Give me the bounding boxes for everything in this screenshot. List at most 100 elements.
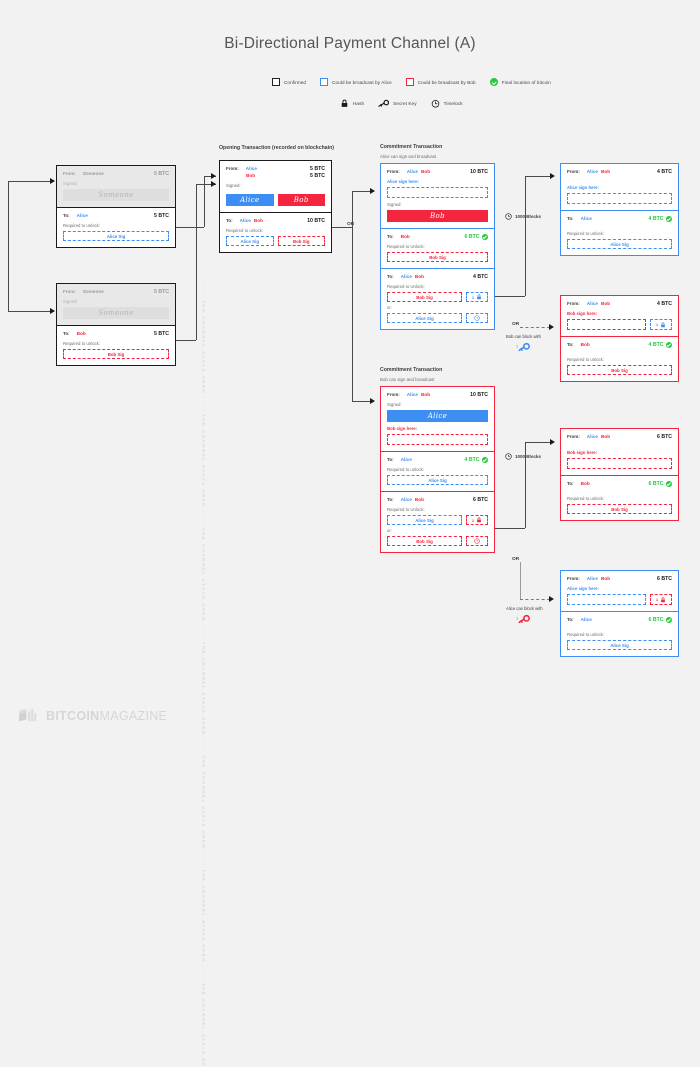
connector-in-bob <box>8 311 54 312</box>
svg-text:1: 1 <box>516 344 518 349</box>
connector-alice-out <box>176 227 204 228</box>
diagram-canvas: Bi-Directional Payment Channel (A) Confi… <box>0 0 700 747</box>
unlock-alice-sig[interactable]: Alice Sig <box>567 239 672 249</box>
from-party-bob: Bob <box>600 434 611 439</box>
unlock-bob-sig[interactable]: Bob Sig <box>387 292 462 302</box>
bitcoin-magazine-logo: BITCOINMAGAZINE <box>18 708 167 724</box>
legend-item-bob: Could be broadcast by Bob <box>405 78 476 86</box>
unlock-alice-sig[interactable]: Alice Sig <box>387 475 488 485</box>
to-label: To: <box>226 218 233 223</box>
commit-b-input-amount: 10 BTC <box>470 392 488 398</box>
hash-condition[interactable]: 1 <box>650 594 672 605</box>
legend-label-timelock: Timelock <box>443 101 463 106</box>
from-party-alice: Alice <box>586 434 598 439</box>
to-party: Alice <box>76 213 88 218</box>
from-party: Someone <box>82 171 104 176</box>
unlock-bob-sig[interactable]: Bob Sig <box>567 365 672 375</box>
alice-swatch-icon <box>320 78 329 86</box>
hash-condition[interactable]: 1 <box>650 319 672 330</box>
commit-b-caption-sub: Bob can sign and broadcast <box>380 377 435 382</box>
bob-signature-field[interactable] <box>387 434 488 445</box>
connector-open-out <box>332 227 352 228</box>
from-amount: 5 BTC <box>154 289 169 295</box>
from-alice-amount: 5 BTC <box>310 166 325 172</box>
to-party-alice: Alice <box>580 216 592 221</box>
hash-condition[interactable]: 1 <box>466 515 488 525</box>
timelock-condition[interactable] <box>466 313 488 323</box>
connector-to-commit-b <box>352 401 374 402</box>
settle-a-tl-input: From: Alice Bob 4 BTC Alice sign here: <box>561 164 678 210</box>
signature-bob: Bob <box>387 210 488 222</box>
to-party-bob: Bob <box>414 274 425 279</box>
settle-a-tl-output-amount: 4 BTC <box>648 216 664 222</box>
signed-label: Signed: <box>387 402 402 407</box>
unlock-alice-sig[interactable]: Alice Sig <box>63 231 169 241</box>
settlement-alice-timelock: From: Alice Bob 4 BTC Alice sign here: T… <box>560 163 679 256</box>
commit-a-input: From: Alice Bob 10 BTC Alice sign here: … <box>381 164 494 228</box>
signature-alice: Alice <box>387 410 488 422</box>
to-label: To: <box>63 213 70 218</box>
settle-a-rv-input-amount: 4 BTC <box>657 301 672 307</box>
opening-tx-caption: Opening Transaction (recorded on blockch… <box>219 145 335 151</box>
unlock-alice-sig[interactable]: Alice Sig <box>567 640 672 650</box>
connector-bob-out <box>176 340 196 341</box>
timelock-icon-b <box>505 453 512 460</box>
unlock-bob-sig[interactable]: Bob Sig <box>277 236 325 246</box>
unlock-alice-sig[interactable]: Alice Sig <box>387 313 462 323</box>
from-party-bob: Bob <box>600 576 611 581</box>
legend-label-confirmed: Confirmed <box>284 79 307 85</box>
bob-signature-field[interactable] <box>567 319 646 330</box>
to-party-alice: Alice <box>239 218 251 223</box>
to-amount: 5 BTC <box>154 331 169 337</box>
unlock-bob-sig[interactable]: Bob Sig <box>63 349 169 359</box>
unlock-alice-sig[interactable]: Alice Sig <box>226 236 274 246</box>
alice-signature-field[interactable] <box>567 594 646 605</box>
settlement-alice-revoke: From: Alice Bob 6 BTC Alice sign here: 1 <box>560 570 679 657</box>
flow-notch-icon <box>615 210 624 215</box>
unlock-bob-sig[interactable]: Bob Sig <box>567 504 672 514</box>
timelock-condition[interactable] <box>466 536 488 546</box>
to-amount: 5 BTC <box>154 213 169 219</box>
signature-alice: Alice <box>226 194 274 206</box>
bob-sign-here-label: Bob sign here: <box>567 450 598 455</box>
hash-count: 1 <box>655 322 659 327</box>
timelock-icon <box>474 538 480 544</box>
input-alice-from: From: Someone 5 BTC Signed: Someone <box>57 166 175 207</box>
connector-alice-up <box>204 176 205 227</box>
to-label: To: <box>567 617 574 622</box>
final-location-check-icon <box>666 481 672 487</box>
from-bob-amount: 5 BTC <box>310 173 325 179</box>
unlock-bob-sig[interactable]: Bob Sig <box>387 536 462 546</box>
legend-label-hash: Hash <box>353 101 365 106</box>
to-party-bob: Bob <box>414 497 425 502</box>
alice-signature-field[interactable] <box>567 193 672 204</box>
connector-bob-top <box>196 184 216 185</box>
connector-bob-up <box>196 184 197 340</box>
or-small-label: or: <box>387 305 392 310</box>
unlock-alice-sig[interactable]: Alice Sig <box>387 515 462 525</box>
required-unlock-label: Required to unlock: <box>63 341 101 346</box>
alice-signature-field[interactable] <box>387 187 488 198</box>
hash-condition[interactable]: 1 <box>466 292 488 302</box>
hash-icon <box>477 294 481 300</box>
legend-label-final: Final location of bitcoin <box>501 79 551 85</box>
brand-text: BITCOINMAGAZINE <box>46 709 167 723</box>
settle-b-tl-output-amount: 6 BTC <box>648 481 664 487</box>
settle-a-rv-output: To: Bob 4 BTC Required to unlock: Bob Si… <box>561 336 678 381</box>
commit-b-input: From: Alice Bob 10 BTC Signed: Alice Bob… <box>381 387 494 451</box>
from-party-alice: Alice <box>586 301 598 306</box>
legend-item-confirmed: Confirmed <box>272 78 306 86</box>
to-party-alice: Alice <box>400 274 412 279</box>
bob-signature-field[interactable] <box>567 458 672 469</box>
from-party-alice: Alice <box>406 392 418 397</box>
connector-cb-revoke-vert <box>520 562 521 599</box>
legend-item-timelock: Timelock <box>431 99 463 108</box>
brand-bold: BITCOIN <box>46 709 100 723</box>
connector-ca-top <box>525 176 553 177</box>
unlock-bob-sig[interactable]: Bob Sig <box>387 252 488 262</box>
from-label: From: <box>567 301 580 306</box>
timelock-icon <box>431 100 439 108</box>
to-label: To: <box>63 331 70 336</box>
signed-label: Signed: <box>226 183 241 188</box>
settle-b-tl-input-amount: 6 BTC <box>657 434 672 440</box>
